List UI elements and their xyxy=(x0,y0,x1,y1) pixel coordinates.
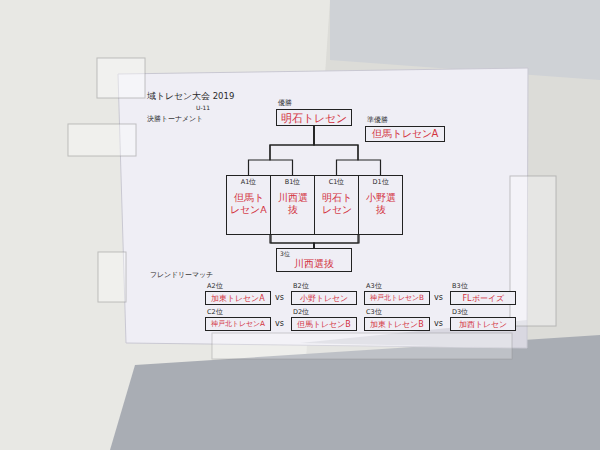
team-box: B2位小野トレセン xyxy=(291,282,357,305)
box-outline: 加東トレセンB xyxy=(364,317,430,331)
team-box: C3位加東トレセンB xyxy=(364,308,430,331)
team-name: 加東トレセンA xyxy=(208,294,268,303)
versus-mark: vs xyxy=(275,293,284,302)
rank-label: B1位 xyxy=(273,178,312,186)
team-name: 川西選抜 xyxy=(280,258,348,270)
team-box: 準優勝但馬トレセンA xyxy=(365,116,445,142)
box-outline: 神戸北トレセンB xyxy=(364,291,430,305)
team-name: 小野トレセン xyxy=(294,294,354,303)
tape xyxy=(68,124,136,156)
sheet-label: 決勝トーナメント xyxy=(147,114,203,124)
versus-mark: vs xyxy=(275,319,284,328)
rank-label: D2位 xyxy=(291,308,357,316)
tape xyxy=(212,333,512,359)
team-name: 但馬トレセンA xyxy=(368,128,442,140)
bracket-line xyxy=(271,235,314,248)
tape xyxy=(97,58,145,98)
bracket-line xyxy=(314,235,358,248)
team-box: A3位神戸北トレセンB xyxy=(364,282,430,305)
team-name: 加東トレセンB xyxy=(367,320,427,329)
team-name: 川西選抜 xyxy=(273,192,312,215)
team-box: D3位加西トレセン xyxy=(450,308,516,331)
team-box: 優勝明石トレセン xyxy=(276,99,352,126)
bracket-line xyxy=(270,235,314,248)
team-box: A1位但馬トレセンA xyxy=(226,175,271,235)
versus-mark: vs xyxy=(434,293,443,302)
rank-label: C2位 xyxy=(205,308,271,316)
team-box: C1位明石トレセン xyxy=(314,175,359,235)
box-outline: 小野トレセン xyxy=(291,291,357,305)
rank-label: A3位 xyxy=(364,282,430,290)
team-box: A2位加東トレセンA xyxy=(205,282,271,305)
team-box: C2位神戸北トレセンA xyxy=(205,308,271,331)
team-box: B1位川西選抜 xyxy=(270,175,315,235)
rank-label: B3位 xyxy=(450,282,516,290)
paper-sheet xyxy=(118,68,528,348)
bracket-line xyxy=(314,126,358,175)
tape xyxy=(98,252,126,302)
rank-label: A2位 xyxy=(205,282,271,290)
box-outline: 明石トレセン xyxy=(276,109,352,126)
sheet-title: 域トレセン大会 2019 xyxy=(147,91,234,103)
team-name: 神戸北トレセンA xyxy=(208,320,268,328)
team-name: 但馬トレセンB xyxy=(294,320,354,329)
team-name: 明石トレセン xyxy=(279,112,349,124)
sheet-label: フレンドリーマッチ xyxy=(150,270,213,280)
team-name: 明石トレセン xyxy=(317,192,356,215)
team-box: 3位川西選抜 xyxy=(276,248,352,272)
team-box: D2位但馬トレセンB xyxy=(291,308,357,331)
rank-label: 準優勝 xyxy=(365,116,445,125)
tape xyxy=(510,176,556,326)
rank-label: A1位 xyxy=(229,178,268,186)
team-name: 神戸北トレセンB xyxy=(367,294,427,302)
team-box: D1位小野選抜 xyxy=(358,175,403,235)
rank-label: D1位 xyxy=(361,178,400,186)
box-outline: 加東トレセンA xyxy=(205,291,271,305)
bracket-line xyxy=(249,126,315,175)
shade-top xyxy=(330,0,600,80)
box-outline: 但馬トレセンB xyxy=(291,317,357,331)
team-name: FLボーイズ xyxy=(453,294,513,303)
box-outline: FLボーイズ xyxy=(450,291,516,305)
rank-label: B2位 xyxy=(291,282,357,290)
box-outline: 神戸北トレセンA xyxy=(205,317,271,331)
versus-mark: vs xyxy=(434,319,443,328)
box-outline: 加西トレセン xyxy=(450,317,516,331)
rank-label: C3位 xyxy=(364,308,430,316)
rank-label: 優勝 xyxy=(276,99,352,108)
bracket-line xyxy=(270,126,314,175)
rank-label: 3位 xyxy=(280,250,348,258)
team-name: 加西トレセン xyxy=(453,320,513,329)
box-outline: 但馬トレセンA xyxy=(365,126,445,142)
team-name: 小野選抜 xyxy=(361,192,400,215)
sheet-label: U-11 xyxy=(196,104,210,111)
team-box: B3位 FLボーイズ xyxy=(450,282,516,305)
rank-label: C1位 xyxy=(317,178,356,186)
bracket-line xyxy=(314,235,359,248)
rank-label: D3位 xyxy=(450,308,516,316)
team-name: 但馬トレセンA xyxy=(229,192,268,215)
